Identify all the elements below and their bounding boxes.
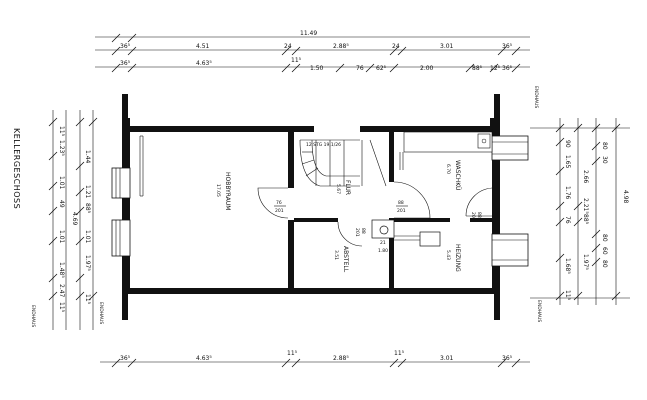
top-dim-4: 2.88⁵	[333, 43, 349, 50]
room-heizung-name: HEIZUNG	[454, 244, 461, 272]
walls	[122, 94, 500, 320]
right-col1-dim-5: 1.68⁵	[564, 258, 571, 274]
left-total-dim: 4.69	[71, 212, 78, 226]
door-wasch-width: 88	[476, 212, 482, 218]
top-row2-dim-5: 76	[356, 65, 364, 72]
left-inner-dim-3: 88⁵	[84, 203, 91, 214]
top-dimension-lines: 11.49 36⁵ 4.51 24 2.88⁵ 24 3.01 36⁵ 36⁵ …	[95, 30, 530, 73]
top-dim-1: 36⁵	[120, 43, 131, 50]
right-col1-dim-2: 1.65	[564, 155, 571, 169]
room-abstell-area: 3.51	[333, 250, 339, 260]
top-dim-5: 24	[392, 43, 400, 50]
left-dim-8: 11⁵	[58, 302, 65, 313]
right-col1-dim-4: 76	[564, 216, 571, 224]
left-inner-dim-1: 1.44	[84, 150, 91, 164]
bottom-dim-6: 3.01	[440, 355, 454, 362]
right-col2-dim-3: 80	[601, 234, 608, 242]
room-hobbyraum-area: 17.05	[215, 184, 221, 197]
top-dim-7: 36⁵	[502, 43, 513, 50]
left-dimension-lines: 11⁵ 1.23⁵ 1.01 49 1.01 1.48⁵ 2.47 11⁵ 4.…	[48, 110, 98, 330]
bottom-dim-1: 36⁵	[120, 355, 131, 362]
door-hobby-height: 201	[275, 208, 284, 214]
top-row2-dim-3: 11⁵	[291, 57, 302, 64]
left-dim-3: 1.01	[58, 176, 65, 190]
left-dim-6: 1.48⁵	[58, 262, 65, 278]
right-dimension-lines: 90 1.65 1.76 76 1.68⁵ 11⁵ 2.66 2.21⁵ 88⁵…	[530, 118, 630, 305]
fixtures	[371, 131, 493, 247]
room-waschkue-area: 6.70	[445, 164, 451, 174]
left-dim-5: 1.01	[58, 230, 65, 244]
left-dim-2: 1.23⁵	[58, 140, 65, 156]
boiler-dim-b: 1.80	[378, 248, 388, 254]
top-row2-dim-6: 62⁵	[376, 65, 387, 72]
room-flur-name: FLUR	[344, 180, 351, 195]
top-dim-6: 3.01	[440, 43, 454, 50]
right-col1-dim-1: 90	[564, 140, 571, 148]
door-abstell-width: 88	[360, 228, 366, 234]
right-col1-dim-3: 1.76	[564, 186, 571, 200]
bottom-dim-4: 2.88⁵	[333, 355, 349, 362]
windows	[111, 135, 529, 267]
door-abstell-height: 201	[354, 228, 360, 237]
top-dim-3: 24	[284, 43, 292, 50]
door-flur-width: 88	[398, 200, 404, 206]
right-col2-dim-2: 30	[601, 156, 608, 164]
top-row2-dim-10: 36⁵	[502, 65, 513, 72]
door-wasch-height: 201	[470, 212, 476, 221]
right-col3-dim-3: 88⁵	[582, 214, 589, 225]
bottom-dim-2: 4.63⁵	[196, 355, 212, 362]
right-col3-dim-2: 2.21⁵	[582, 198, 589, 214]
top-row2-dim-7: 2.00	[420, 65, 434, 72]
right-col3-dim-4: 1.97⁵	[582, 254, 589, 270]
left-inner-dim-2: 1.21	[84, 185, 91, 199]
room-heizung-area: 5.43	[445, 250, 451, 260]
bottom-dim-3: 11⁵	[287, 350, 298, 357]
bottom-dim-7: 36⁵	[502, 355, 513, 362]
boiler-dim-a: 21	[380, 240, 386, 246]
room-abstell-name: ABSTELL	[342, 246, 349, 273]
top-overall-dim: 11.49	[300, 30, 317, 37]
left-inner-dim-6: 11⁵	[84, 294, 91, 305]
left-dim-4: 49	[58, 200, 65, 208]
sheet-title: KELLERGESCHOSS	[12, 128, 21, 209]
left-inner-dim-4: 1.01	[84, 230, 91, 244]
right-col1-dim-6: 11⁵	[564, 290, 571, 301]
right-total-dim: 4.98	[622, 190, 629, 204]
right-col2-dim-1: 80	[601, 142, 608, 150]
right-col3-dim-1: 2.66	[582, 170, 589, 184]
doors	[257, 181, 493, 247]
neighbor-label-left: ENDHAUS	[98, 302, 104, 324]
top-dim-2: 4.51	[196, 43, 210, 50]
door-hobby-width: 76	[276, 200, 282, 206]
right-col2-dim-4: 60	[601, 247, 608, 255]
left-dim-7: 2.47	[58, 284, 65, 298]
staircase	[299, 139, 387, 187]
neighbor-label-right-top: ENDHAUS	[533, 86, 539, 108]
neighbor-label-right-bottom: ENDHAUS	[536, 300, 542, 322]
left-inner-dim-5: 1.97⁵	[84, 255, 91, 271]
top-row2-dim-8: 88⁵	[472, 65, 483, 72]
top-row2-dim-2: 4.63⁵	[196, 60, 212, 67]
top-row2-dim-4: 1.50	[310, 65, 324, 72]
room-flur-area: 5.67	[335, 184, 341, 194]
room-waschkue-name: WASCHKÜ	[454, 160, 461, 190]
right-col2-dim-5: 80	[601, 260, 608, 268]
room-hobbyraum-name: HOBBYRAUM	[224, 172, 231, 210]
top-row2-dim-1: 36⁵	[120, 60, 131, 67]
stair-label: 12 STG 19,1/26	[306, 142, 341, 148]
top-row2-dim-9: 12⁵	[490, 65, 501, 72]
door-flur-height: 201	[397, 208, 406, 214]
bottom-dim-5: 11⁵	[394, 350, 405, 357]
left-dim-1: 11⁵	[58, 126, 65, 137]
bottom-dimension-lines: 36⁵ 4.63⁵ 11⁵ 2.88⁵ 11⁵ 3.01 36⁵	[100, 350, 530, 368]
neighbor-label-left-bottom: ENDHAUS	[30, 305, 36, 327]
